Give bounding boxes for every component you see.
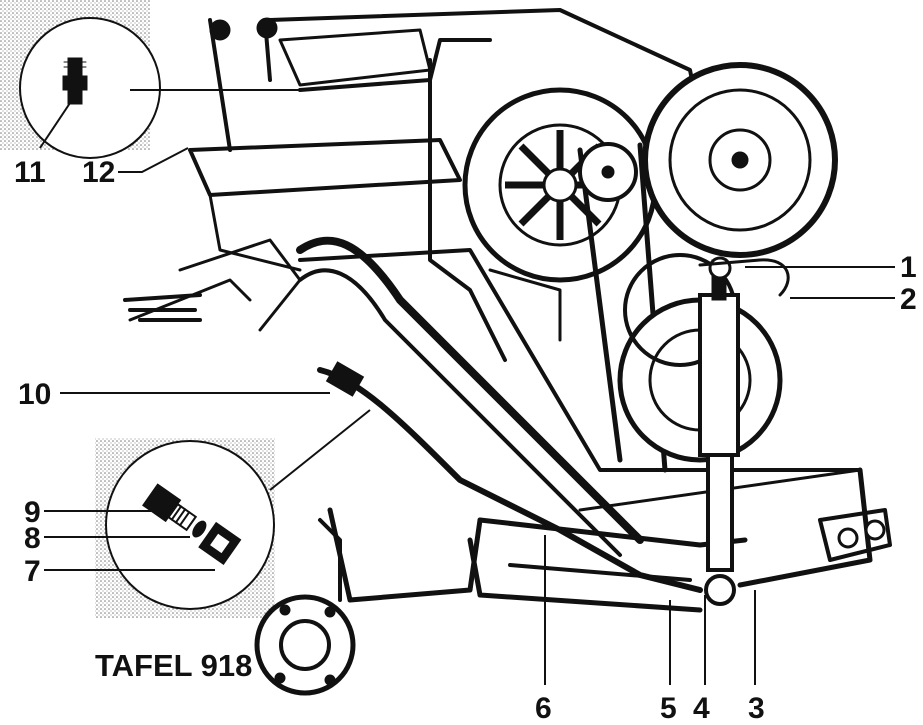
callout-11: 11 (14, 156, 46, 189)
callout-9: 9 (24, 496, 41, 529)
inset-fitting-top (19, 17, 161, 159)
engine-block (123, 8, 892, 696)
callout-4: 4 (693, 692, 710, 725)
callout-7: 7 (24, 555, 41, 588)
callout-1: 1 (900, 251, 917, 284)
inset-fitting-bottom (105, 440, 275, 610)
callout-5: 5 (660, 692, 677, 725)
leader-lines (39, 89, 895, 685)
callout-6: 6 (535, 692, 552, 725)
callout-3: 3 (748, 692, 765, 725)
diagram-title: TAFEL 918 (95, 648, 252, 683)
callout-2: 2 (900, 283, 917, 316)
callout-12: 12 (82, 156, 115, 189)
callout-8: 8 (24, 522, 41, 555)
callout-10: 10 (18, 378, 51, 411)
